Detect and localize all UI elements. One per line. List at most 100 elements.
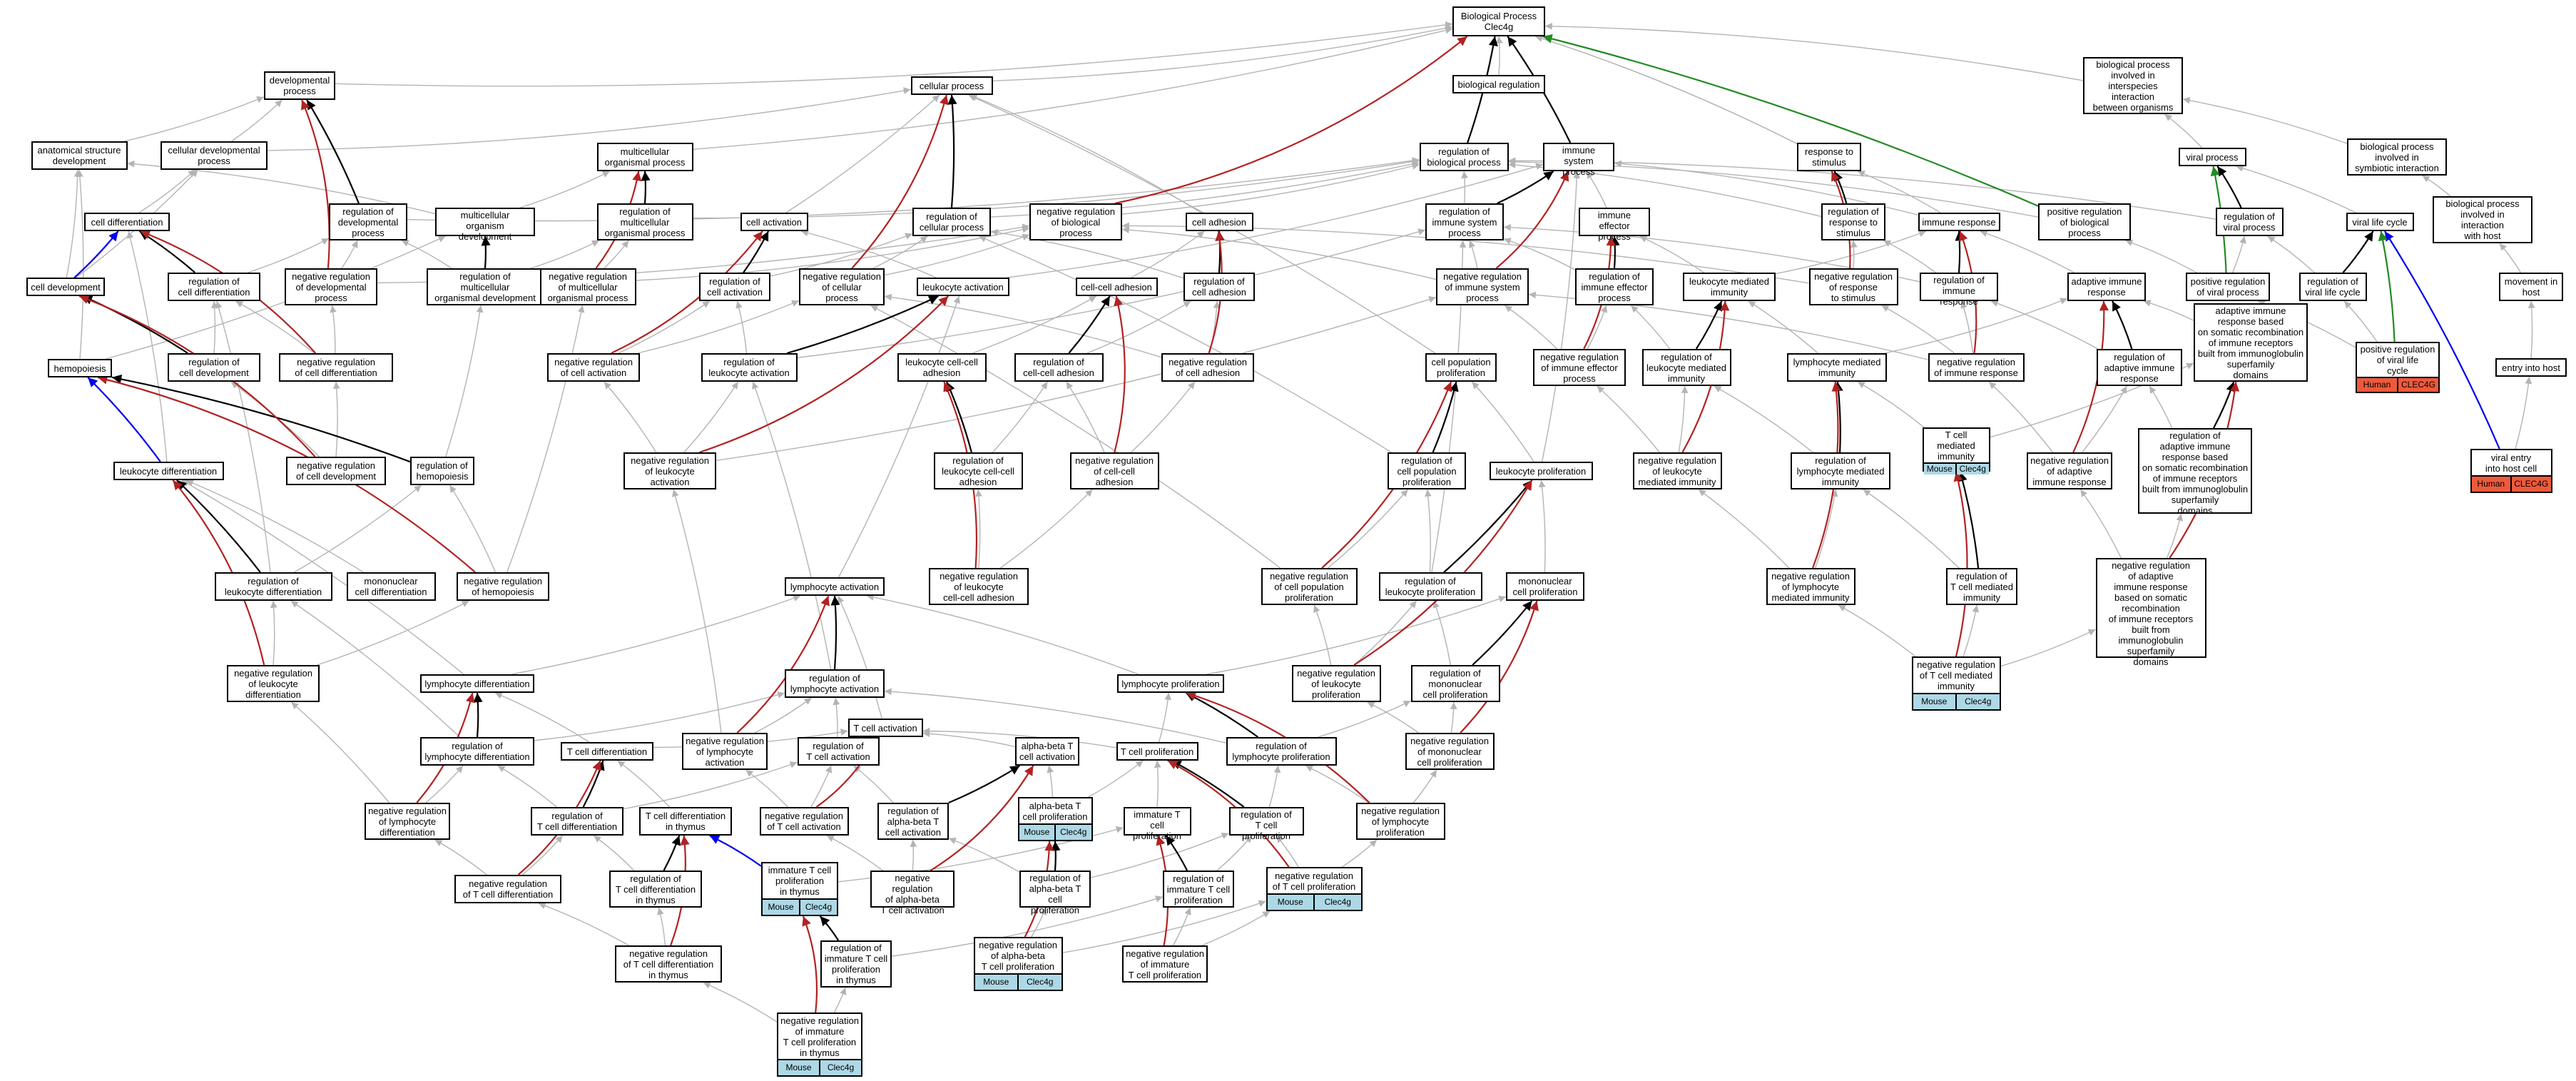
go-term-neg-reg-leuk-prolif[interactable]: negative regulation of leukocyte prolife… xyxy=(1291,665,1381,702)
go-term-neg-reg-leuk-cc-adhesion[interactable]: negative regulation of leukocyte cell-ce… xyxy=(929,568,1029,605)
go-term-bp-host[interactable]: biological process involved in interacti… xyxy=(2433,196,2532,243)
go-term-neg-reg-tcell-diff[interactable]: negative regulation of T cell differenti… xyxy=(454,875,561,903)
go-term-reg-multicell-dev[interactable]: regulation of multicellular organismal d… xyxy=(426,268,544,305)
go-term-lymph-activation[interactable]: lymphocyte activation xyxy=(785,577,885,596)
go-term-reg-bp[interactable]: regulation of biological process xyxy=(1419,143,1509,171)
go-term-lymph-med-imm[interactable]: lymphocyte mediated immunity xyxy=(1787,353,1887,382)
go-term-neg-reg-tcell-diff-thymus[interactable]: negative regulation of T cell differenti… xyxy=(615,945,722,983)
go-term-neg-reg-immune-effector[interactable]: negative regulation of immune effector p… xyxy=(1533,349,1626,386)
go-term-tcell-prolif[interactable]: T cell proliferation xyxy=(1116,742,1198,761)
go-term-neg-reg-leuk-activation[interactable]: negative regulation of leukocyte activat… xyxy=(623,452,716,489)
go-term-neg-reg-cell-dev[interactable]: negative regulation of cell development xyxy=(286,457,386,485)
go-term-neg-reg-lymph-diff[interactable]: negative regulation of lymphocyte differ… xyxy=(365,803,450,840)
go-term-leuk-activation[interactable]: leukocyte activation xyxy=(917,278,1009,296)
go-term-reg-cell-pop-prolif[interactable]: regulation of cell population proliferat… xyxy=(1388,452,1466,489)
go-term-neg-reg-multicell-proc[interactable]: negative regulation of multicellular org… xyxy=(539,268,636,305)
go-term-imm-tcell-prolif[interactable]: immature T cell proliferation xyxy=(1123,807,1191,841)
go-term-reg-viral-process[interactable]: regulation of viral process xyxy=(2215,208,2284,236)
go-term-neg-reg-leuk-med-imm[interactable]: negative regulation of leukocyte mediate… xyxy=(1632,452,1722,489)
go-term-neg-reg-tcell-med-imm[interactable]: negative regulation of T cell mediated i… xyxy=(1911,656,2001,711)
go-term-neg-reg-adaptive-imm[interactable]: negative regulation of adaptive immune r… xyxy=(2027,452,2112,489)
go-term-entry-host[interactable]: entry into host xyxy=(2495,358,2567,377)
go-term-lymph-diff[interactable]: lymphocyte differentiation xyxy=(420,674,534,693)
go-term-reg-imm-tcell-prolif-thymus[interactable]: regulation of immature T cell proliferat… xyxy=(820,940,892,988)
go-term-biol-reg[interactable]: biological regulation xyxy=(1452,75,1545,93)
go-term-cell-activation[interactable]: cell activation xyxy=(740,213,808,231)
go-term-neg-reg-cc-adhesion[interactable]: negative regulation of cell-cell adhesio… xyxy=(1069,452,1159,489)
go-term-neg-reg-lymph-med-imm[interactable]: negative regulation of lymphocyte mediat… xyxy=(1766,568,1855,605)
go-term-tcell-diff-thymus[interactable]: T cell differentiation in thymus xyxy=(639,807,732,836)
go-term-reg-lymph-med-imm[interactable]: regulation of lymphocyte mediated immuni… xyxy=(1791,452,1890,489)
go-term-reg-leuk-cc-adhesion[interactable]: regulation of leukocyte cell-cell adhesi… xyxy=(933,452,1023,489)
go-term-cell-adhesion[interactable]: cell adhesion xyxy=(1185,213,1253,231)
go-term-neg-reg-tcell-activation[interactable]: negative regulation of T cell activation xyxy=(759,807,849,836)
go-term-neg-reg-immune-sys[interactable]: negative regulation of immune system pro… xyxy=(1436,268,1529,305)
go-term-reg-ab-tcell-prolif[interactable]: regulation of alpha-beta T cell prolifer… xyxy=(1019,871,1091,915)
go-term-neg-reg-ab-tcell-prolif[interactable]: negative regulation of alpha-beta T cell… xyxy=(973,937,1063,991)
go-term-tcell-activation[interactable]: T cell activation xyxy=(847,719,923,737)
go-term-neg-reg-ab-tcell-activation[interactable]: negative regulation of alpha-beta T cell… xyxy=(870,871,954,915)
go-term-reg-response-stim[interactable]: regulation of response to stimulus xyxy=(1821,203,1885,240)
go-term-leuk-prolif[interactable]: leukocyte proliferation xyxy=(1489,462,1593,480)
go-term-mono-diff[interactable]: mononuclear cell differentiation xyxy=(346,572,436,601)
go-term-neg-reg-lymph-activation[interactable]: negative regulation of lymphocyte activa… xyxy=(682,733,768,770)
go-term-pos-reg-viral-process[interactable]: positive regulation of viral process xyxy=(2186,273,2270,301)
go-term-reg-immune-sys[interactable]: regulation of immune system process xyxy=(1425,203,1504,240)
go-term-bp[interactable]: Biological Process Clec4g xyxy=(1452,6,1545,36)
go-term-neg-reg-cell-diff[interactable]: negative regulation of cell differentiat… xyxy=(279,353,393,382)
go-term-neg-reg-hemopoiesis[interactable]: negative regulation of hemopoiesis xyxy=(457,572,549,601)
go-term-neg-reg-imm-tcell-prolif[interactable]: negative regulation of immature T cell p… xyxy=(1122,945,1208,983)
go-term-reg-leuk-activation[interactable]: regulation of leukocyte activation xyxy=(701,353,798,382)
go-term-movement-host[interactable]: movement in host xyxy=(2499,273,2563,301)
go-term-reg-ab-tcell-activation[interactable]: regulation of alpha-beta T cell activati… xyxy=(877,803,949,840)
go-term-leuk-cc-adhesion[interactable]: leukocyte cell-cell adhesion xyxy=(897,353,987,382)
go-term-reg-leuk-med-imm[interactable]: regulation of leukocyte mediated immunit… xyxy=(1641,349,1731,386)
go-term-pos-reg-bp[interactable]: positive regulation of biological proces… xyxy=(2038,203,2131,240)
go-term-dev-proc[interactable]: developmental process xyxy=(264,71,335,100)
go-term-reg-dev-proc[interactable]: regulation of developmental process xyxy=(329,203,407,240)
go-term-cellular-proc[interactable]: cellular process xyxy=(910,76,993,95)
go-term-reg-imm-tcell-prolif[interactable]: regulation of immature T cell proliferat… xyxy=(1163,871,1234,908)
go-term-leuk-diff[interactable]: leukocyte differentiation xyxy=(113,462,224,480)
go-term-adaptive-imm[interactable]: adaptive immune response xyxy=(2067,273,2146,301)
go-term-reg-cell-dev[interactable]: regulation of cell development xyxy=(168,353,260,382)
go-term-neg-reg-mono-prolif[interactable]: negative regulation of mononuclear cell … xyxy=(1405,733,1495,770)
go-term-interspecies[interactable]: biological process involved in interspec… xyxy=(2083,57,2183,114)
go-term-multicell-proc[interactable]: multicellular organismal process xyxy=(596,143,693,171)
go-term-reg-lymph-activation[interactable]: regulation of lymphocyte activation xyxy=(785,669,885,698)
go-term-neg-reg-bp[interactable]: negative regulation of biological proces… xyxy=(1029,203,1122,240)
go-term-neg-reg-leuk-diff[interactable]: negative regulation of leukocyte differe… xyxy=(227,665,320,702)
go-term-reg-viral-life[interactable]: regulation of viral life cycle xyxy=(2298,273,2367,301)
go-term-neg-reg-dev-proc[interactable]: negative regulation of developmental pro… xyxy=(285,268,377,305)
go-term-immune-response[interactable]: immune response xyxy=(1918,213,2000,231)
go-term-cell-dev[interactable]: cell development xyxy=(26,278,105,296)
go-term-immune-sys[interactable]: immune system process xyxy=(1543,143,1614,177)
go-term-immune-effector[interactable]: immune effector process xyxy=(1579,208,1650,242)
go-term-reg-tcell-med-imm[interactable]: regulation of T cell mediated immunity xyxy=(1946,568,2017,605)
go-term-reg-cell-activation[interactable]: regulation of cell activation xyxy=(699,273,770,301)
go-term-neg-reg-cell-activation[interactable]: negative regulation of cell activation xyxy=(547,353,640,382)
go-term-reg-lymph-prolif[interactable]: regulation of lymphocyte proliferation xyxy=(1226,737,1337,766)
go-term-reg-cell-adhesion[interactable]: regulation of cell adhesion xyxy=(1183,273,1255,301)
go-term-leuk-med-imm[interactable]: leukocyte mediated immunity xyxy=(1683,273,1776,301)
go-term-cc-adhesion[interactable]: cell-cell adhesion xyxy=(1075,278,1158,296)
go-term-reg-tcell-diff[interactable]: regulation of T cell differentiation xyxy=(531,807,623,836)
go-term-reg-leuk-diff[interactable]: regulation of leukocyte differentiation xyxy=(214,572,332,601)
go-term-ab-tcell-activation[interactable]: alpha-beta T cell activation xyxy=(1015,737,1079,766)
go-term-hemopoiesis[interactable]: hemopoiesis xyxy=(48,359,112,377)
go-term-mono-prolif[interactable]: mononuclear cell proliferation xyxy=(1506,572,1584,601)
go-term-neg-reg-cellular-proc[interactable]: negative regulation of cellular process xyxy=(799,268,885,305)
go-term-symbiotic[interactable]: biological process involved in symbiotic… xyxy=(2347,138,2447,176)
go-term-neg-reg-imm-tcell-prolif-thymus[interactable]: negative regulation of immature T cell p… xyxy=(777,1013,862,1077)
go-term-neg-reg-lymph-prolif[interactable]: negative regulation of lymphocyte prolif… xyxy=(1355,803,1445,840)
go-term-cell-dev-proc[interactable]: cellular developmental process xyxy=(161,141,268,170)
go-term-response-stim[interactable]: response to stimulus xyxy=(1797,143,1861,171)
go-term-cell-pop-prolif[interactable]: cell population proliferation xyxy=(1425,353,1497,382)
go-term-reg-cc-adhesion[interactable]: regulation of cell-cell adhesion xyxy=(1014,353,1104,382)
go-term-multicell-dev[interactable]: multicellular organism development xyxy=(435,208,535,242)
go-term-reg-tcell-activation[interactable]: regulation of T cell activation xyxy=(797,737,880,766)
go-term-cell-diff[interactable]: cell differentiation xyxy=(84,213,170,231)
